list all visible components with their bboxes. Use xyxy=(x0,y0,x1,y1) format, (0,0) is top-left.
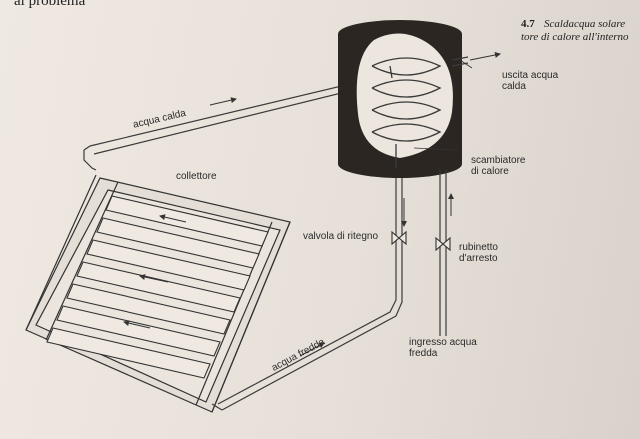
hot-water-arrow xyxy=(209,97,237,106)
cold-inlet-label-line2: fredda xyxy=(409,348,438,359)
cold-inlet-pipe xyxy=(439,170,447,336)
storage-tank xyxy=(338,20,462,178)
outlet-arrow xyxy=(469,52,501,61)
check-valve-label: valvola di ritegno xyxy=(303,231,379,242)
cold-inlet-label-line1: ingresso acqua xyxy=(409,337,477,348)
figure-caption-line2: tore di calore all'interno xyxy=(521,31,629,43)
figure-caption-line1: Scaldacqua solare xyxy=(544,18,626,30)
figure-number: 4.7 xyxy=(521,18,535,30)
heat-exchanger-label-line1: scambiatore xyxy=(471,155,526,166)
cold-water-pipe xyxy=(211,160,403,411)
cold-water-arrow xyxy=(299,342,325,357)
collector-label: collettore xyxy=(176,171,217,182)
stop-tap-symbol xyxy=(435,236,451,252)
page-header-fragment: al problema xyxy=(14,0,86,9)
stop-tap-label-line1: rubinetto xyxy=(459,242,498,253)
collector-flow-arrows xyxy=(123,214,187,329)
heat-exchanger-label-line2: di calore xyxy=(471,166,509,177)
outlet-label-line1: uscita acqua xyxy=(502,70,559,81)
check-valve-symbol xyxy=(391,230,407,246)
heat-exchanger-coil xyxy=(371,57,442,168)
collector-tubes xyxy=(46,195,269,379)
stop-tap-label-line2: d'arresto xyxy=(459,253,498,264)
outlet-label-line2: calda xyxy=(502,81,526,92)
leader-lines xyxy=(413,59,473,151)
